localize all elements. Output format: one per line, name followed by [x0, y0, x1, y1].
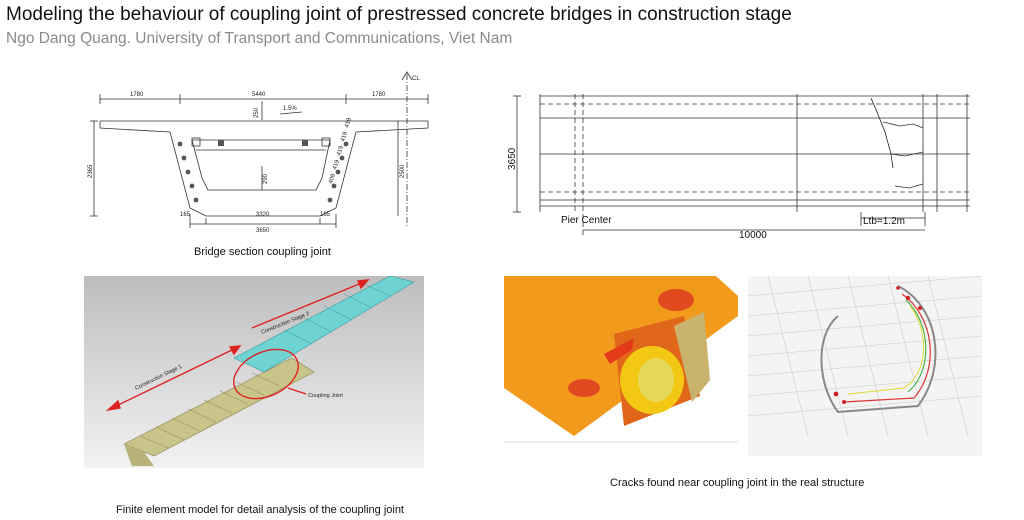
dim-web: 290	[263, 173, 269, 184]
page-title: Modeling the behaviour of coupling joint…	[6, 4, 792, 25]
dim-bot-right: 165	[320, 212, 331, 218]
web-label-2: 419	[340, 131, 349, 143]
ltb-label: Ltb=1.2m	[863, 216, 905, 227]
crack-mesh-image	[748, 276, 982, 456]
dim-bot-total: 3650	[256, 228, 270, 234]
web-label-4: 419	[332, 159, 341, 171]
bridge-section-caption: Bridge section coupling joint	[194, 246, 331, 258]
bridge-section-drawing: 1780 5440 1780 CL 250 1.5% 2365 2500 290…	[88, 71, 429, 234]
joint-label: Coupling Joint	[308, 393, 343, 399]
crack-line	[870, 97, 894, 169]
dim-left-top: 1780	[130, 92, 144, 98]
stage2-arrow	[251, 281, 365, 329]
dim-slab: 250	[254, 107, 260, 118]
cracks-caption: Cracks found near coupling joint in the …	[610, 477, 865, 489]
dim-slope: 1.5%	[283, 106, 297, 112]
fe-model-image: Construction Stage 1 Construction Stage …	[84, 276, 424, 468]
dim-bot-mid: 3320	[256, 212, 270, 218]
dim-right-top: 1780	[372, 92, 386, 98]
web-label-5: 409	[328, 173, 337, 185]
joint-pointer	[287, 387, 307, 395]
plan-drawing: 3650 Pier Center 10000 Ltb=1.2m	[507, 94, 970, 241]
cl-label: CL	[412, 76, 420, 82]
web-label-1: 419	[344, 117, 353, 129]
dim-bot-left: 165	[180, 212, 191, 218]
dim-height-left: 2365	[88, 164, 94, 178]
coupling-joint-ellipse	[233, 348, 299, 400]
page-subtitle: Ngo Dang Quang. University of Transport …	[6, 30, 513, 47]
dim-mid-top: 5440	[252, 92, 266, 98]
web-label-3: 419	[336, 145, 345, 157]
stress-contour-image	[504, 276, 738, 456]
stage1-arrow	[111, 347, 237, 409]
plan-length-dim: 10000	[739, 230, 767, 241]
box-void	[191, 139, 331, 191]
plan-height-dim: 3650	[507, 147, 518, 170]
deck-outline	[99, 120, 429, 217]
pier-center-label: Pier Center	[561, 215, 612, 226]
stage2-deck	[233, 276, 415, 373]
fe-model-caption: Finite element model for detail analysis…	[116, 504, 404, 516]
dim-height-right: 2500	[400, 164, 406, 178]
